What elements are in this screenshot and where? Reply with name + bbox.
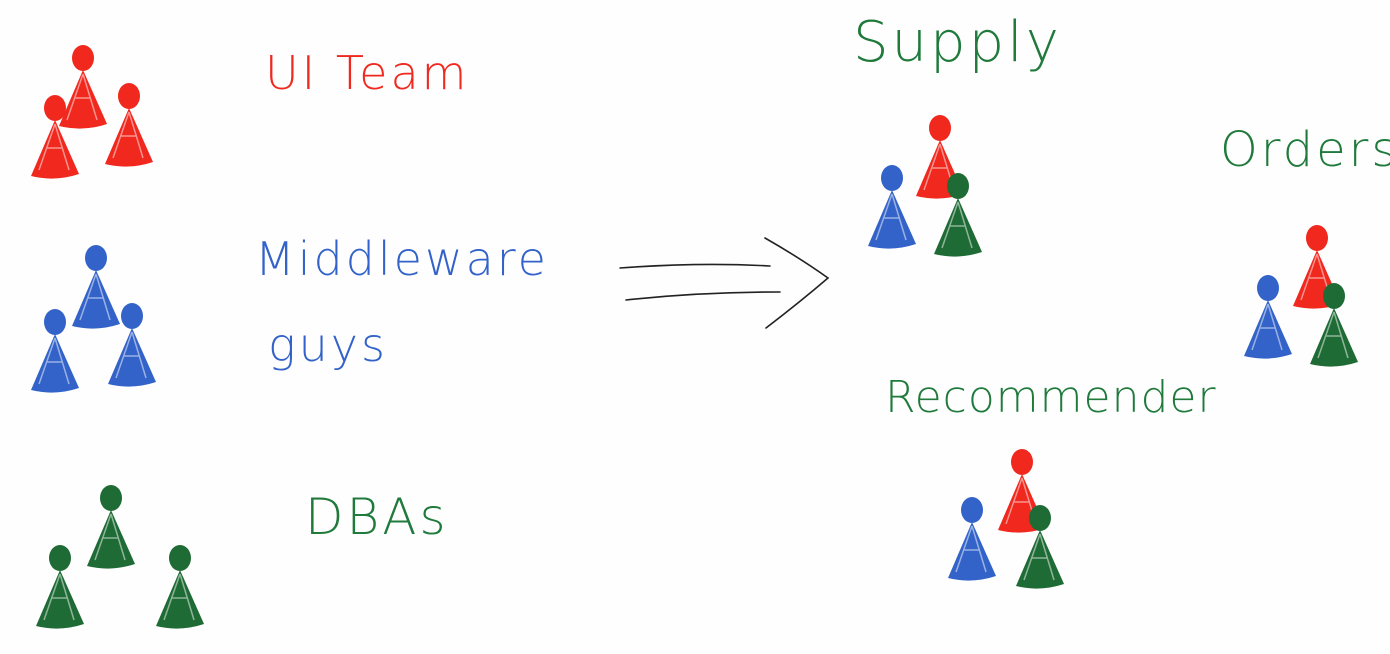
orders-team-people xyxy=(1243,224,1359,368)
person-icon xyxy=(30,308,80,394)
ui-team-people xyxy=(30,44,154,180)
middleware-people xyxy=(30,244,157,394)
middleware-label-line2: guys xyxy=(268,318,388,372)
person-icon xyxy=(947,496,997,582)
dba-people xyxy=(35,484,205,630)
middleware-label-line1: Middleware xyxy=(255,232,549,286)
recommender-label: Recommender xyxy=(885,372,1217,423)
person-icon xyxy=(86,484,136,570)
person-icon xyxy=(1243,274,1293,360)
recommender-team-people xyxy=(947,448,1065,590)
transition-arrow xyxy=(619,237,830,329)
person-icon xyxy=(104,82,154,168)
person-icon xyxy=(155,544,205,630)
ui-team-label: UI Team xyxy=(265,46,470,100)
person-icon xyxy=(867,164,917,250)
dbas-label: DBAs xyxy=(305,488,449,546)
supply-team-people xyxy=(867,114,983,258)
person-icon xyxy=(58,44,108,130)
supply-label: Supply xyxy=(853,10,1062,75)
person-icon xyxy=(71,244,121,330)
person-icon xyxy=(35,544,85,630)
orders-label: Orders xyxy=(1220,122,1390,178)
